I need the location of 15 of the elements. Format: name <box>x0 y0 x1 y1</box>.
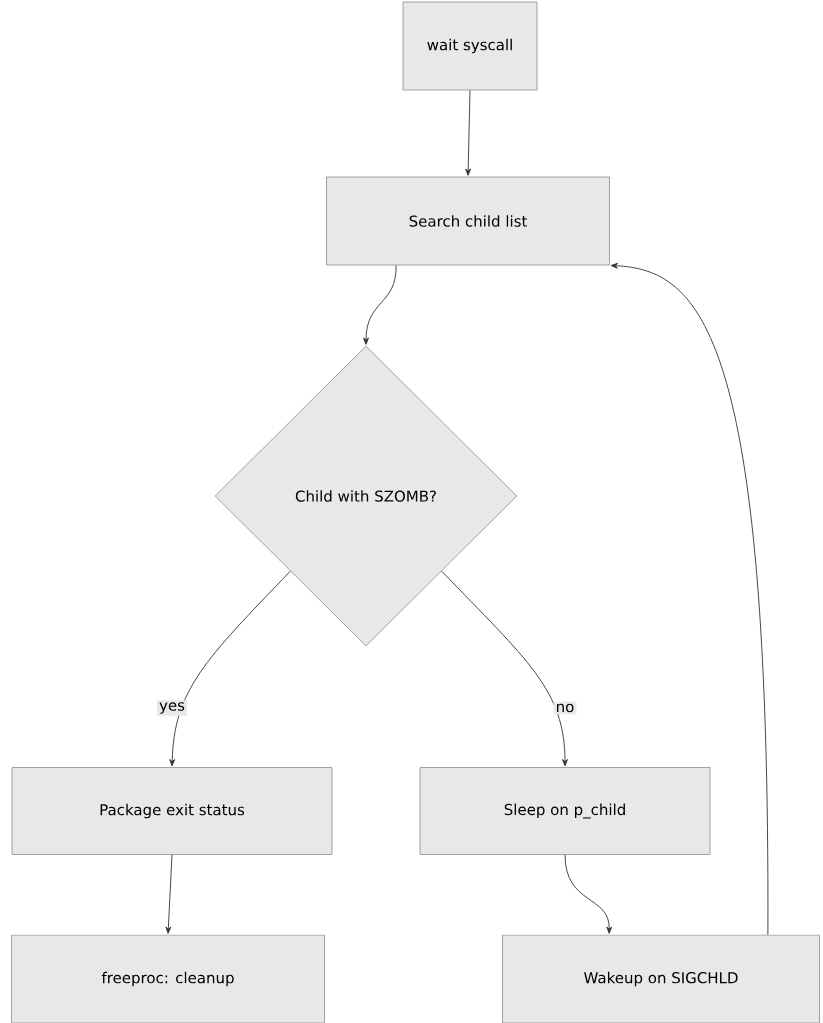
process-box: wait syscall <box>402 1 538 91</box>
arrow <box>610 262 769 936</box>
arrow <box>165 854 173 934</box>
arrow <box>363 264 397 345</box>
process-box: Sleep on p_child <box>419 767 711 855</box>
process-box: Search child list <box>326 176 610 266</box>
edge-label: yes <box>157 700 187 716</box>
arrow <box>441 570 568 767</box>
process-box: freeproc: cleanup <box>11 934 325 1023</box>
arrow <box>169 570 291 767</box>
process-box: Wakeup on SIGCHLD <box>502 934 820 1023</box>
arrow <box>465 89 472 176</box>
edge-label: no <box>553 701 577 715</box>
process-box: Package exit status <box>11 767 333 855</box>
arrow <box>564 854 613 934</box>
